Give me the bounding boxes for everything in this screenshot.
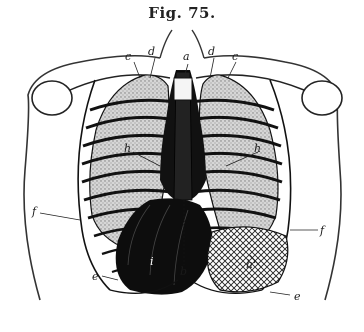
neck-outline <box>160 30 204 58</box>
label-i: i <box>150 255 154 268</box>
label-f-left: f <box>31 205 38 218</box>
figure-caption: Fig. 75. <box>0 4 364 22</box>
label-e-right: e <box>294 290 301 303</box>
label-f-right: f <box>319 224 326 237</box>
manubrium <box>174 78 192 100</box>
label-d-right: d <box>208 45 215 58</box>
label-c-left: c <box>125 50 131 63</box>
left-shoulder-joint <box>32 81 72 115</box>
label-h-left: h <box>124 142 131 155</box>
label-d-left: d <box>148 45 155 58</box>
label-c-right: c <box>232 50 238 63</box>
label-h-prime: h' <box>246 258 256 271</box>
label-e-left: e <box>92 270 99 283</box>
label-h-right: h <box>254 142 261 155</box>
label-a: a <box>183 50 190 63</box>
label-b: b <box>180 265 187 278</box>
right-shoulder-joint <box>302 81 342 115</box>
